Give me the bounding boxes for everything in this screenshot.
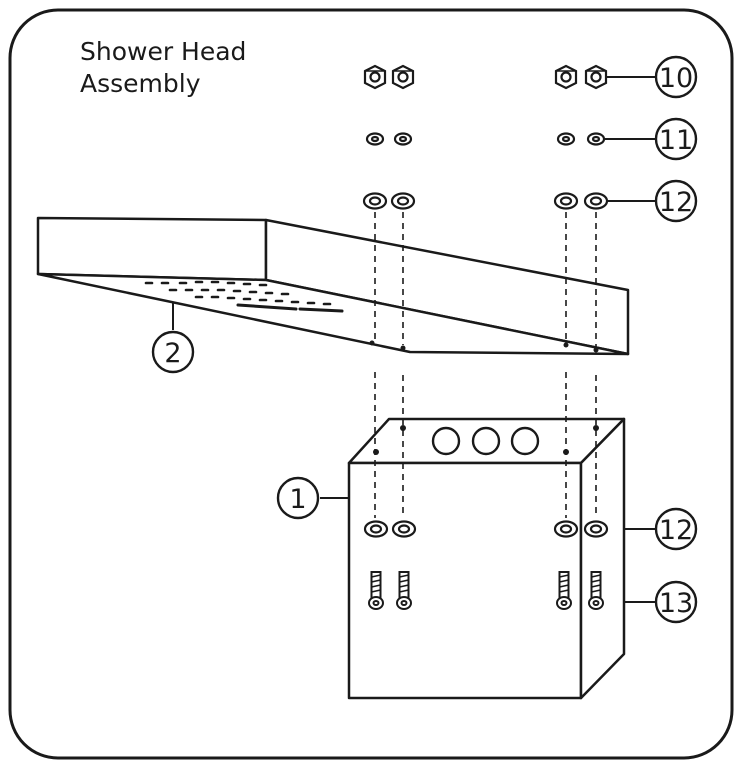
callout-label-2: 2 [164, 338, 181, 369]
nut-icon [363, 64, 387, 90]
flat-washer-row [362, 192, 609, 210]
bolt-icon [556, 571, 572, 610]
callout-label-13: 13 [659, 588, 693, 619]
callout-circle-10 [654, 55, 698, 99]
bolt-icon [368, 571, 384, 610]
alignment-lines [374, 212, 597, 518]
callout-label-1: 1 [289, 484, 306, 515]
callout-circle-1 [276, 476, 320, 520]
callout-circle-12-bottom [654, 507, 698, 551]
diagram-title-line1: Shower Head [80, 37, 246, 66]
callout-labels: 10 11 12 12 13 2 1 [164, 63, 693, 619]
box-washer-row [363, 520, 609, 538]
callout-circle-11 [654, 117, 698, 161]
nut-icon [554, 64, 578, 90]
shower-head-studs [369, 340, 599, 353]
callout-circle-12-top [654, 179, 698, 223]
nut-icon [584, 64, 608, 90]
shower-head-panel [36, 216, 630, 356]
callout-label-11: 11 [659, 125, 693, 156]
callout-label-12-top: 12 [659, 187, 693, 218]
callout-label-10: 10 [659, 63, 693, 94]
diagram-title-line2: Assembly [80, 69, 201, 98]
nut-icon [391, 64, 415, 90]
mounting-box [347, 417, 626, 700]
bolt-icon [396, 571, 412, 610]
spray-holes [144, 280, 344, 313]
nut-row [363, 64, 608, 90]
bolt-row [368, 571, 604, 610]
lock-washer-row [365, 132, 606, 146]
box-top-holes [431, 426, 540, 456]
hardware-group [362, 64, 609, 210]
callout-circle-2 [151, 330, 195, 374]
callout-circle-13 [654, 580, 698, 624]
bolt-icon [588, 571, 604, 610]
callout-label-12-bottom: 12 [659, 515, 693, 546]
callout-circles [151, 55, 698, 624]
